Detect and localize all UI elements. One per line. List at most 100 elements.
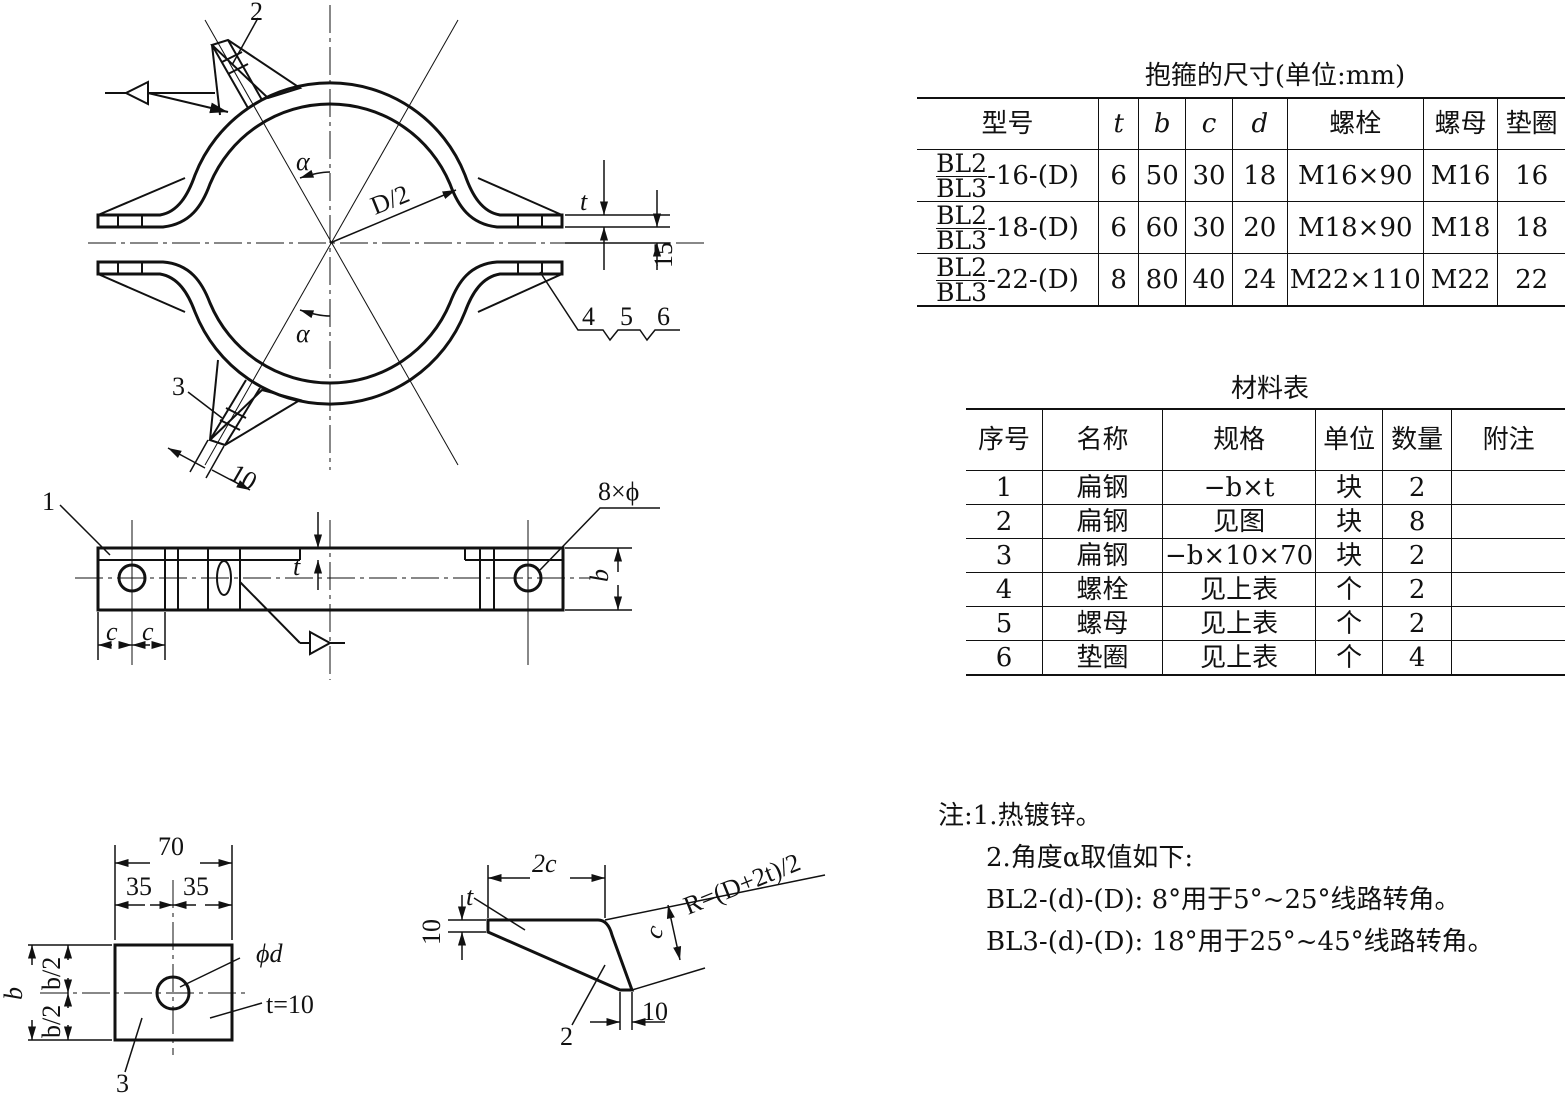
- col-bolt: 螺栓: [1286, 98, 1424, 150]
- material-table-header: 序号 名称 规格 单位 数量 附注: [966, 409, 1565, 471]
- cell-qty: 2: [1382, 606, 1453, 641]
- label-plate-part3: 3: [116, 1069, 129, 1096]
- label-plate-70: 70: [158, 832, 184, 861]
- label-plate-b2-bottom: b/2: [37, 1005, 66, 1038]
- cell-note: [1451, 572, 1565, 607]
- label-part1: 1: [42, 487, 55, 516]
- col-t: t: [1098, 98, 1140, 150]
- label-dim-15: 15: [649, 242, 678, 268]
- cell-no: 4: [966, 572, 1043, 607]
- cell-unit: 个: [1315, 640, 1384, 676]
- cell-no: 3: [966, 538, 1043, 573]
- col-note: 附注: [1451, 409, 1565, 471]
- label-dim-c2: c: [142, 617, 154, 646]
- cell-t: 6: [1098, 201, 1140, 254]
- label-dim-10: 10: [225, 458, 262, 496]
- table-row: 5 螺母 见上表 个 2: [966, 606, 1565, 641]
- cell-nut: M16: [1422, 149, 1499, 202]
- cell-note: [1451, 538, 1565, 573]
- cell-spec: −b×10×70: [1161, 538, 1317, 573]
- cell-note: [1451, 470, 1565, 505]
- cell-c: 40: [1185, 253, 1233, 307]
- table-row: 2 扁钢 见图 块 8: [966, 504, 1565, 539]
- cell-no: 5: [966, 606, 1043, 641]
- label-rib-t: t: [466, 882, 474, 911]
- cell-note: [1451, 504, 1565, 539]
- col-d: d: [1231, 98, 1288, 150]
- table-row: 3 扁钢 −b×10×70 块 2: [966, 538, 1565, 573]
- rib-part2: [448, 865, 826, 1030]
- col-name: 名称: [1042, 409, 1163, 471]
- cell-unit: 块: [1315, 504, 1384, 539]
- col-b: b: [1138, 98, 1187, 150]
- plate-part3: [27, 845, 263, 1073]
- cell-name: 扁钢: [1042, 470, 1163, 505]
- label-plate-35-left: 35: [126, 872, 152, 901]
- label-plate-t10: t=10: [266, 990, 314, 1019]
- cell-name: 螺母: [1042, 606, 1163, 641]
- cell-unit: 块: [1315, 470, 1384, 505]
- cell-washer: 22: [1497, 253, 1565, 307]
- cell-qty: 8: [1382, 504, 1453, 539]
- label-plate-b2-top: b/2: [37, 957, 66, 990]
- label-side-b: b: [585, 569, 614, 582]
- label-rib-10-right: 10: [642, 997, 668, 1026]
- cell-name: 扁钢: [1042, 538, 1163, 573]
- cell-spec: 见上表: [1161, 606, 1317, 641]
- cell-bolt: M18×90: [1286, 201, 1424, 254]
- cell-name: 扁钢: [1042, 504, 1163, 539]
- col-spec: 规格: [1161, 409, 1317, 471]
- note-line-3: BL2-(d)-(D): 8°用于5°~25°线路转角。: [986, 885, 1461, 915]
- table-row: 6 垫圈 见上表 个 4: [966, 640, 1565, 676]
- cell-qty: 2: [1382, 572, 1453, 607]
- col-model: 型号: [917, 98, 1100, 150]
- label-part2: 2: [250, 0, 263, 26]
- cell-spec: 见上表: [1161, 640, 1317, 676]
- cell-b: 50: [1138, 149, 1187, 202]
- label-part3: 3: [172, 372, 185, 401]
- size-table-header: 型号 t b c d 螺栓 螺母 垫圈: [917, 98, 1565, 150]
- cell-d: 18: [1231, 149, 1288, 202]
- cell-no: 6: [966, 640, 1043, 676]
- cell-bolt: M22×110: [1286, 253, 1424, 307]
- cell-note: [1451, 606, 1565, 641]
- cell-bolt: M16×90: [1286, 149, 1424, 202]
- cell-qty: 4: [1382, 640, 1453, 676]
- col-no: 序号: [966, 409, 1043, 471]
- cell-d: 20: [1231, 201, 1288, 254]
- cell-b: 60: [1138, 201, 1187, 254]
- label-alpha-bottom: α: [296, 319, 311, 348]
- cell-spec: 见图: [1161, 504, 1317, 539]
- cell-t: 8: [1098, 253, 1140, 307]
- cell-no: 2: [966, 504, 1043, 539]
- table-row: 1 扁钢 −b×t 块 2: [966, 470, 1565, 505]
- cell-note: [1451, 640, 1565, 676]
- cell-c: 30: [1185, 201, 1233, 254]
- label-rib-R: R=(D+2t)/2: [679, 848, 804, 921]
- col-qty: 数量: [1382, 409, 1453, 471]
- label-plate-b: b: [0, 987, 28, 1000]
- label-rib-2c: 2c: [532, 849, 557, 878]
- col-washer: 垫圈: [1497, 98, 1565, 150]
- cell-nut: M18: [1422, 201, 1499, 254]
- cell-qty: 2: [1382, 538, 1453, 573]
- note-line-2: 2.角度α取值如下:: [986, 843, 1194, 873]
- table-row: 4 螺栓 见上表 个 2: [966, 572, 1565, 607]
- cell-qty: 2: [1382, 470, 1453, 505]
- label-rib-10-left: 10: [417, 919, 446, 945]
- label-part6: 6: [657, 302, 670, 331]
- cell-t: 6: [1098, 149, 1140, 202]
- cell-b: 80: [1138, 253, 1187, 307]
- cell-no: 1: [966, 470, 1043, 505]
- cell-name: 螺栓: [1042, 572, 1163, 607]
- cell-unit: 块: [1315, 538, 1384, 573]
- notes: 注:1.热镀锌。 2.角度α取值如下: BL2-(d)-(D): 8°用于5°~…: [938, 795, 1494, 963]
- label-rib-c: c: [638, 921, 669, 942]
- cell-spec: 见上表: [1161, 572, 1317, 607]
